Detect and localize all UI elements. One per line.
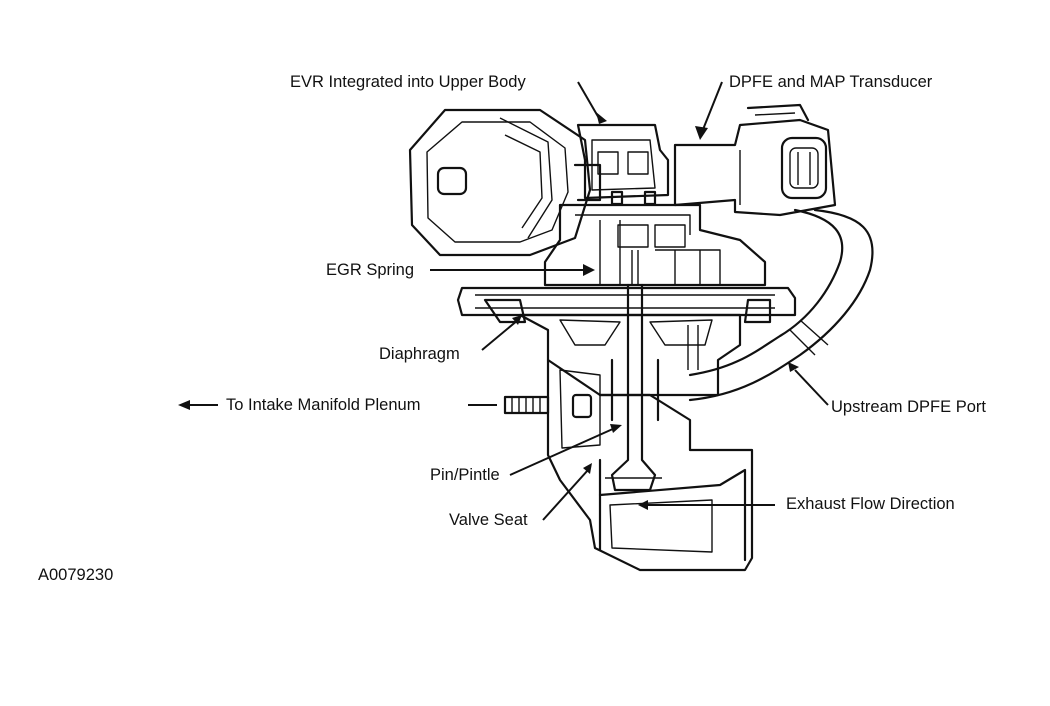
dpfe-map-transducer — [673, 103, 837, 217]
leader-valve-seat — [542, 469, 589, 521]
leader-lines — [178, 81, 829, 521]
arrowhead-upstream-port — [788, 362, 799, 372]
arrowhead-valve-seat — [583, 463, 592, 474]
pintle-assembly — [605, 250, 662, 492]
arrowhead-evr — [596, 112, 607, 124]
label-valve-seat: Valve Seat — [449, 511, 528, 529]
arrowhead-exhaust — [638, 500, 648, 510]
leader-dpfe — [701, 81, 723, 133]
egr-valve-body — [456, 203, 797, 572]
label-diaphragm: Diaphragm — [379, 345, 460, 363]
label-pin-pintle: Pin/Pintle — [430, 466, 500, 484]
leader-evr — [577, 81, 601, 121]
leader-upstream-port — [794, 369, 829, 406]
label-exhaust-flow-direction: Exhaust Flow Direction — [786, 495, 955, 513]
arrowhead-egr-spring — [583, 264, 595, 276]
arrowhead-diaphragm — [512, 315, 522, 325]
arrowhead-dpfe — [695, 126, 708, 140]
label-upstream-dpfe-port: Upstream DPFE Port — [831, 398, 986, 416]
arrowhead-intake — [178, 400, 190, 410]
label-evr-upper-body: EVR Integrated into Upper Body — [290, 73, 526, 91]
evr-solenoid-cap — [408, 108, 602, 257]
label-dpfe-map-transducer: DPFE and MAP Transducer — [729, 73, 933, 91]
intake-stud — [503, 395, 550, 415]
evr-upper-body — [576, 123, 670, 206]
label-egr-spring: EGR Spring — [326, 261, 415, 279]
label-intake-manifold-plenum: To Intake Manifold Plenum — [226, 396, 421, 414]
leader-pintle — [509, 427, 616, 476]
leader-diaphragm — [481, 319, 519, 351]
upstream-dpfe-tube — [688, 208, 874, 402]
figure-id: A0079230 — [38, 566, 114, 584]
arrowhead-pintle — [610, 424, 622, 433]
